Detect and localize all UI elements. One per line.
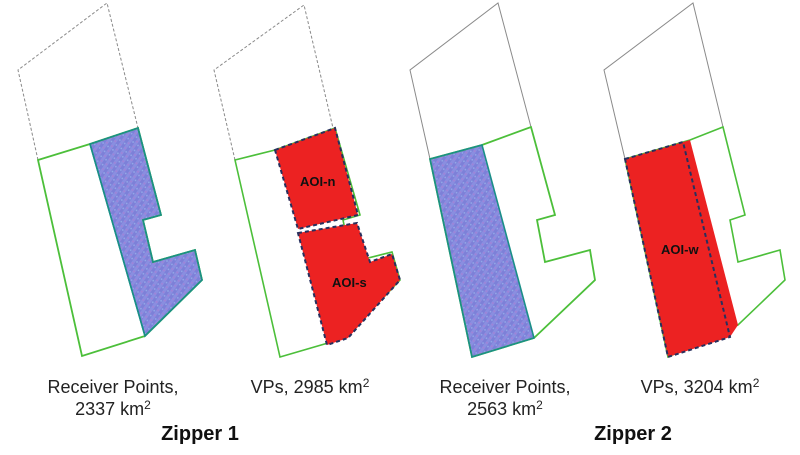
caption-sup: 2 xyxy=(362,376,370,390)
caption-value: 2337 km xyxy=(75,399,145,419)
outer-survey-outline xyxy=(603,2,724,160)
panel-zipper1-receivers xyxy=(17,2,203,358)
outer-survey-outline xyxy=(17,2,139,161)
receiver-edge xyxy=(429,144,535,359)
aoi-n-area xyxy=(273,126,360,231)
panel-zipper2-vps: AOI-w xyxy=(603,2,786,359)
caption-line1: VPs, 3204 km xyxy=(640,377,753,397)
caption-zipper2-vps: VPs, 3204 km2 xyxy=(630,376,770,398)
aoi-w-label: AOI-w xyxy=(661,242,699,257)
aoi-s-label: AOI-s xyxy=(332,275,367,290)
receiver-area xyxy=(430,145,534,357)
outer-survey-outline xyxy=(213,4,334,161)
caption-line2: 2337 km2 xyxy=(38,398,188,420)
aoi-w-area xyxy=(625,140,738,357)
caption-line1-wrap: VPs, 2985 km2 xyxy=(240,376,380,398)
caption-line1-wrap: VPs, 3204 km2 xyxy=(630,376,770,398)
caption-sup: 2 xyxy=(144,398,151,412)
caption-line2: 2563 km2 xyxy=(430,398,580,420)
caption-sup: 2 xyxy=(536,398,543,412)
caption-sup: 2 xyxy=(752,376,760,390)
survey-diagram: AOI-n AOI-s AOI-w xyxy=(17,2,786,359)
panel-zipper2-receivers xyxy=(409,2,596,359)
caption-line1: Receiver Points, xyxy=(47,377,179,397)
aoi-w-dashed-outline xyxy=(623,140,732,359)
caption-zipper1-vps: VPs, 2985 km2 xyxy=(240,376,380,398)
receiver-edge xyxy=(89,126,203,338)
aoi-s-area xyxy=(296,221,402,347)
group-label-zipper1: Zipper 1 xyxy=(161,423,239,445)
caption-zipper2-receivers: Receiver Points, 2563 km2 xyxy=(430,376,580,420)
caption-line1: VPs, 2985 km xyxy=(250,377,363,397)
panel-zipper1-vps: AOI-n AOI-s xyxy=(213,4,402,359)
caption-zipper1-receivers: Receiver Points, 2337 km2 xyxy=(38,376,188,420)
group-label-zipper2: Zipper 2 xyxy=(594,423,672,445)
caption-value: 2563 km xyxy=(467,399,537,419)
outer-survey-outline xyxy=(409,2,532,160)
aoi-n-label: AOI-n xyxy=(300,174,335,189)
caption-line1: Receiver Points, xyxy=(439,377,571,397)
